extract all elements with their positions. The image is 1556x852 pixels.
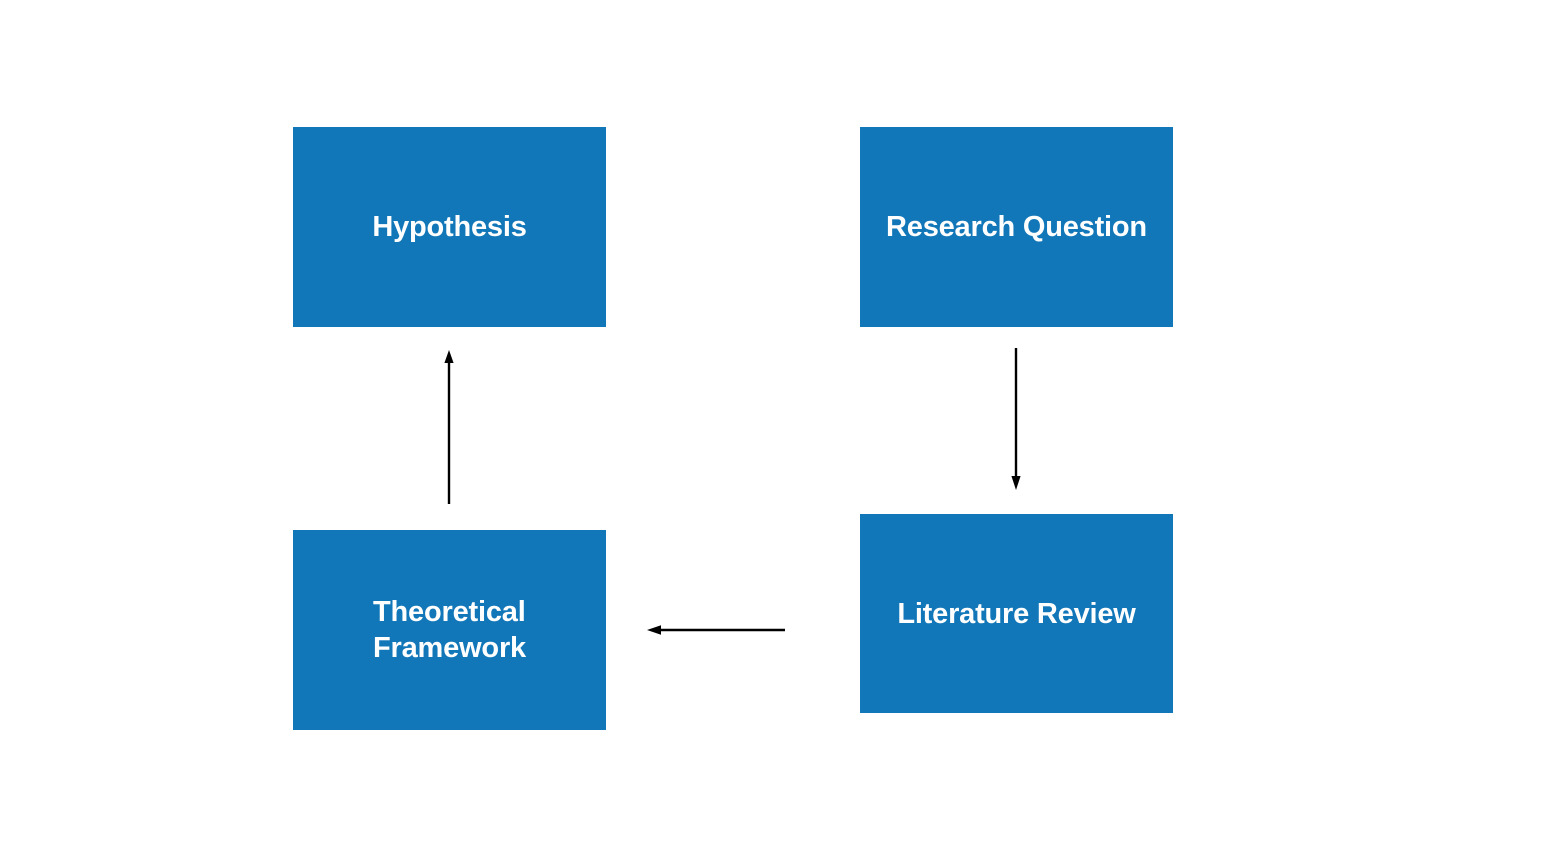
- node-research-question-label: Research Question: [886, 211, 1147, 243]
- node-theoretical-framework-label: Theoretical Framework: [373, 596, 526, 664]
- edge-lr-to-tf: [647, 625, 785, 635]
- edge-rq-to-literature-review: [1011, 348, 1021, 490]
- node-hypothesis-label: Hypothesis: [372, 211, 527, 243]
- edge-rq-to-literature-review-arrowhead: [1011, 476, 1021, 490]
- node-theoretical-framework[interactable]: Theoretical Framework: [293, 530, 606, 730]
- edge-tf-to-hypothesis: [444, 350, 454, 504]
- node-research-question[interactable]: Research Question: [860, 127, 1173, 327]
- edge-lr-to-tf-arrowhead: [647, 625, 661, 635]
- node-literature-review[interactable]: Literature Review: [860, 514, 1173, 713]
- node-hypothesis[interactable]: Hypothesis: [293, 127, 606, 327]
- node-literature-review-label: Literature Review: [897, 597, 1136, 630]
- edge-tf-to-hypothesis-arrowhead: [444, 350, 454, 363]
